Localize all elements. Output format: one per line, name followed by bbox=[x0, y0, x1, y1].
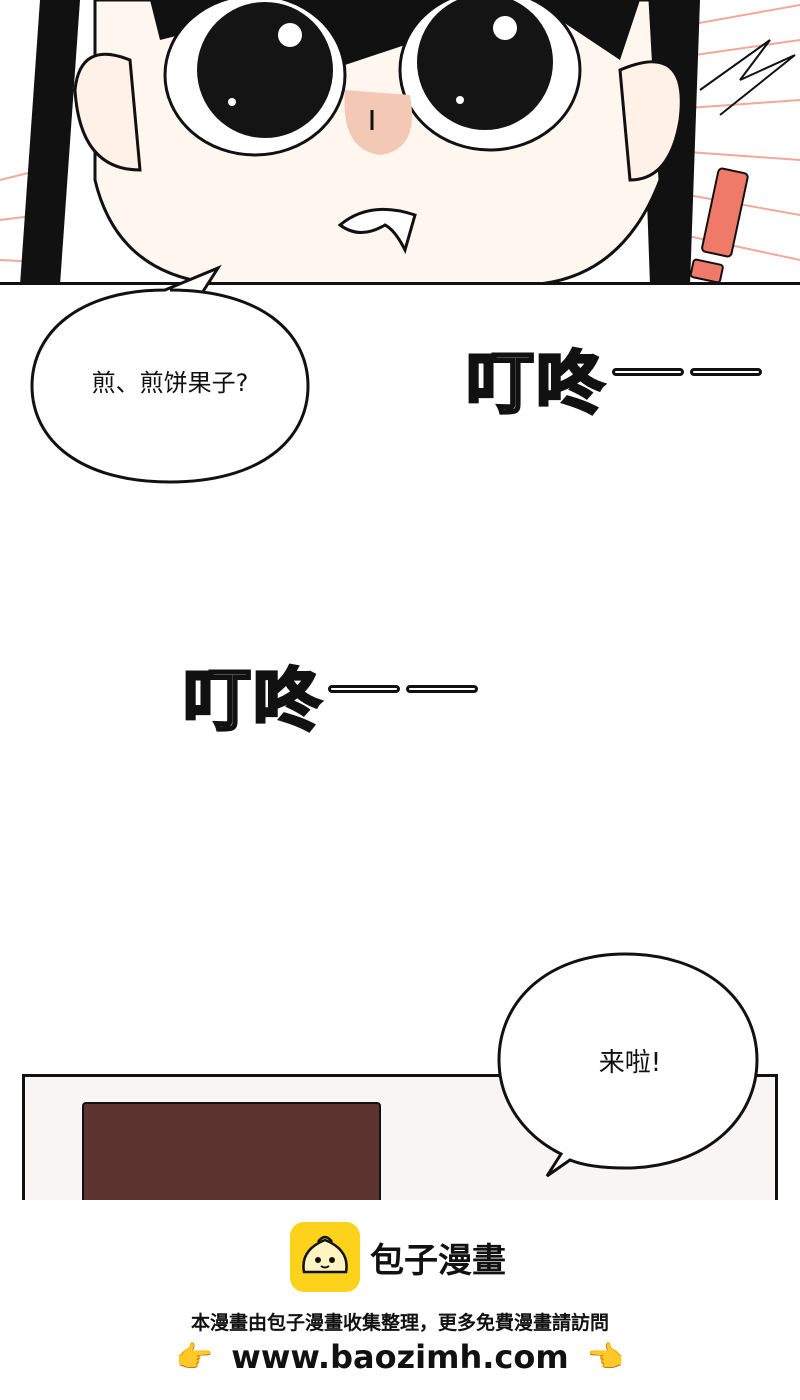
exclamation-icon bbox=[689, 167, 749, 282]
speech-text-lai-la: 来啦! bbox=[598, 1047, 662, 1078]
footer-watermark: 包子漫畫 本漫畫由包子漫畫收集整理，更多免費漫畫請訪問 👉 www.baozim… bbox=[0, 1200, 800, 1400]
pointing-right-hand-icon: 👉 bbox=[175, 1339, 214, 1375]
sfx-ding-dong-1: 叮咚 bbox=[464, 344, 607, 426]
pointing-left-hand-icon: 👈 bbox=[586, 1339, 625, 1375]
panel-girl-face bbox=[0, 0, 800, 285]
bun-logo-icon bbox=[290, 1222, 360, 1292]
watermark-notice: 本漫畫由包子漫畫收集整理，更多免費漫畫請訪問 bbox=[190, 1312, 609, 1334]
speech-text-jianbing: 煎、煎饼果子? bbox=[91, 368, 249, 397]
brand-name: 包子漫畫 bbox=[370, 1240, 506, 1281]
url-row: 👉 www.baozimh.com 👈 bbox=[0, 1338, 800, 1376]
sfx-ding-dong-2: 叮咚 bbox=[181, 661, 324, 743]
speech-bubble-lai-la bbox=[497, 952, 759, 1178]
door bbox=[82, 1102, 381, 1216]
sfx-dash bbox=[690, 368, 762, 376]
brand-row: 包子漫畫 bbox=[290, 1222, 506, 1292]
girl-face-illustration bbox=[0, 0, 800, 282]
sfx-dash bbox=[406, 685, 478, 693]
site-url-link[interactable]: www.baozimh.com bbox=[231, 1338, 569, 1376]
speech-bubble-jianbing bbox=[30, 264, 310, 484]
sfx-dash bbox=[612, 368, 684, 376]
sfx-dash bbox=[328, 685, 400, 693]
